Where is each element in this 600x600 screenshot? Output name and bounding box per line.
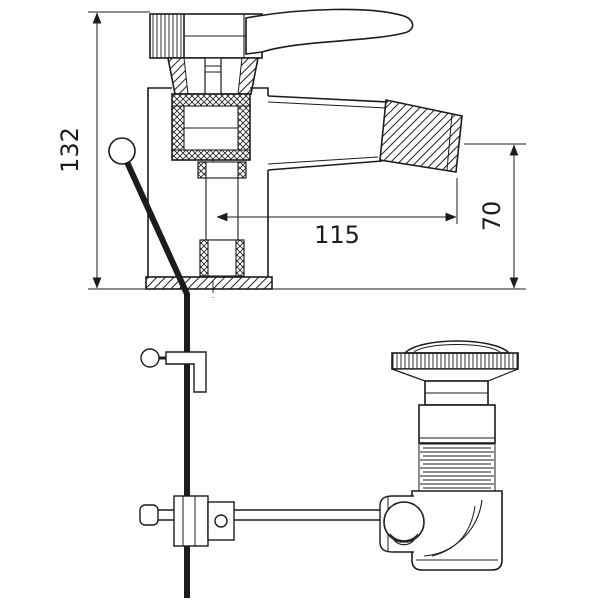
lower-clamp (173, 495, 235, 547)
dimension-132: 132 (56, 11, 526, 290)
dim-label-132: 132 (56, 127, 84, 173)
pop-up-linkage (108, 137, 396, 598)
dimensions: 132 115 70 (56, 11, 526, 290)
mounting-base (145, 276, 273, 290)
dim-label-115: 115 (314, 221, 360, 249)
faucet-body (145, 8, 463, 298)
drain-threads (418, 443, 496, 491)
upper-clamp-ball (140, 348, 160, 368)
drain-flange (391, 352, 519, 370)
spout (267, 95, 463, 173)
handle-block-hatch (149, 13, 185, 59)
drain-assembly (379, 340, 519, 571)
body-internals (197, 161, 247, 277)
pop-up-knob (108, 137, 136, 165)
ball-joint (383, 501, 425, 543)
lift-rod-end-cap (139, 504, 159, 526)
cartridge-stem (204, 57, 222, 95)
drain-dome (403, 340, 511, 354)
dimension-70: 70 (464, 143, 526, 289)
upper-clamp (140, 348, 207, 393)
aerator (379, 99, 463, 173)
drain-upper-body (418, 404, 496, 444)
dimension-115: 115 (216, 178, 458, 249)
dim-label-70: 70 (478, 201, 506, 232)
lever-handle (245, 8, 414, 55)
drain-lower-housing (411, 490, 503, 571)
